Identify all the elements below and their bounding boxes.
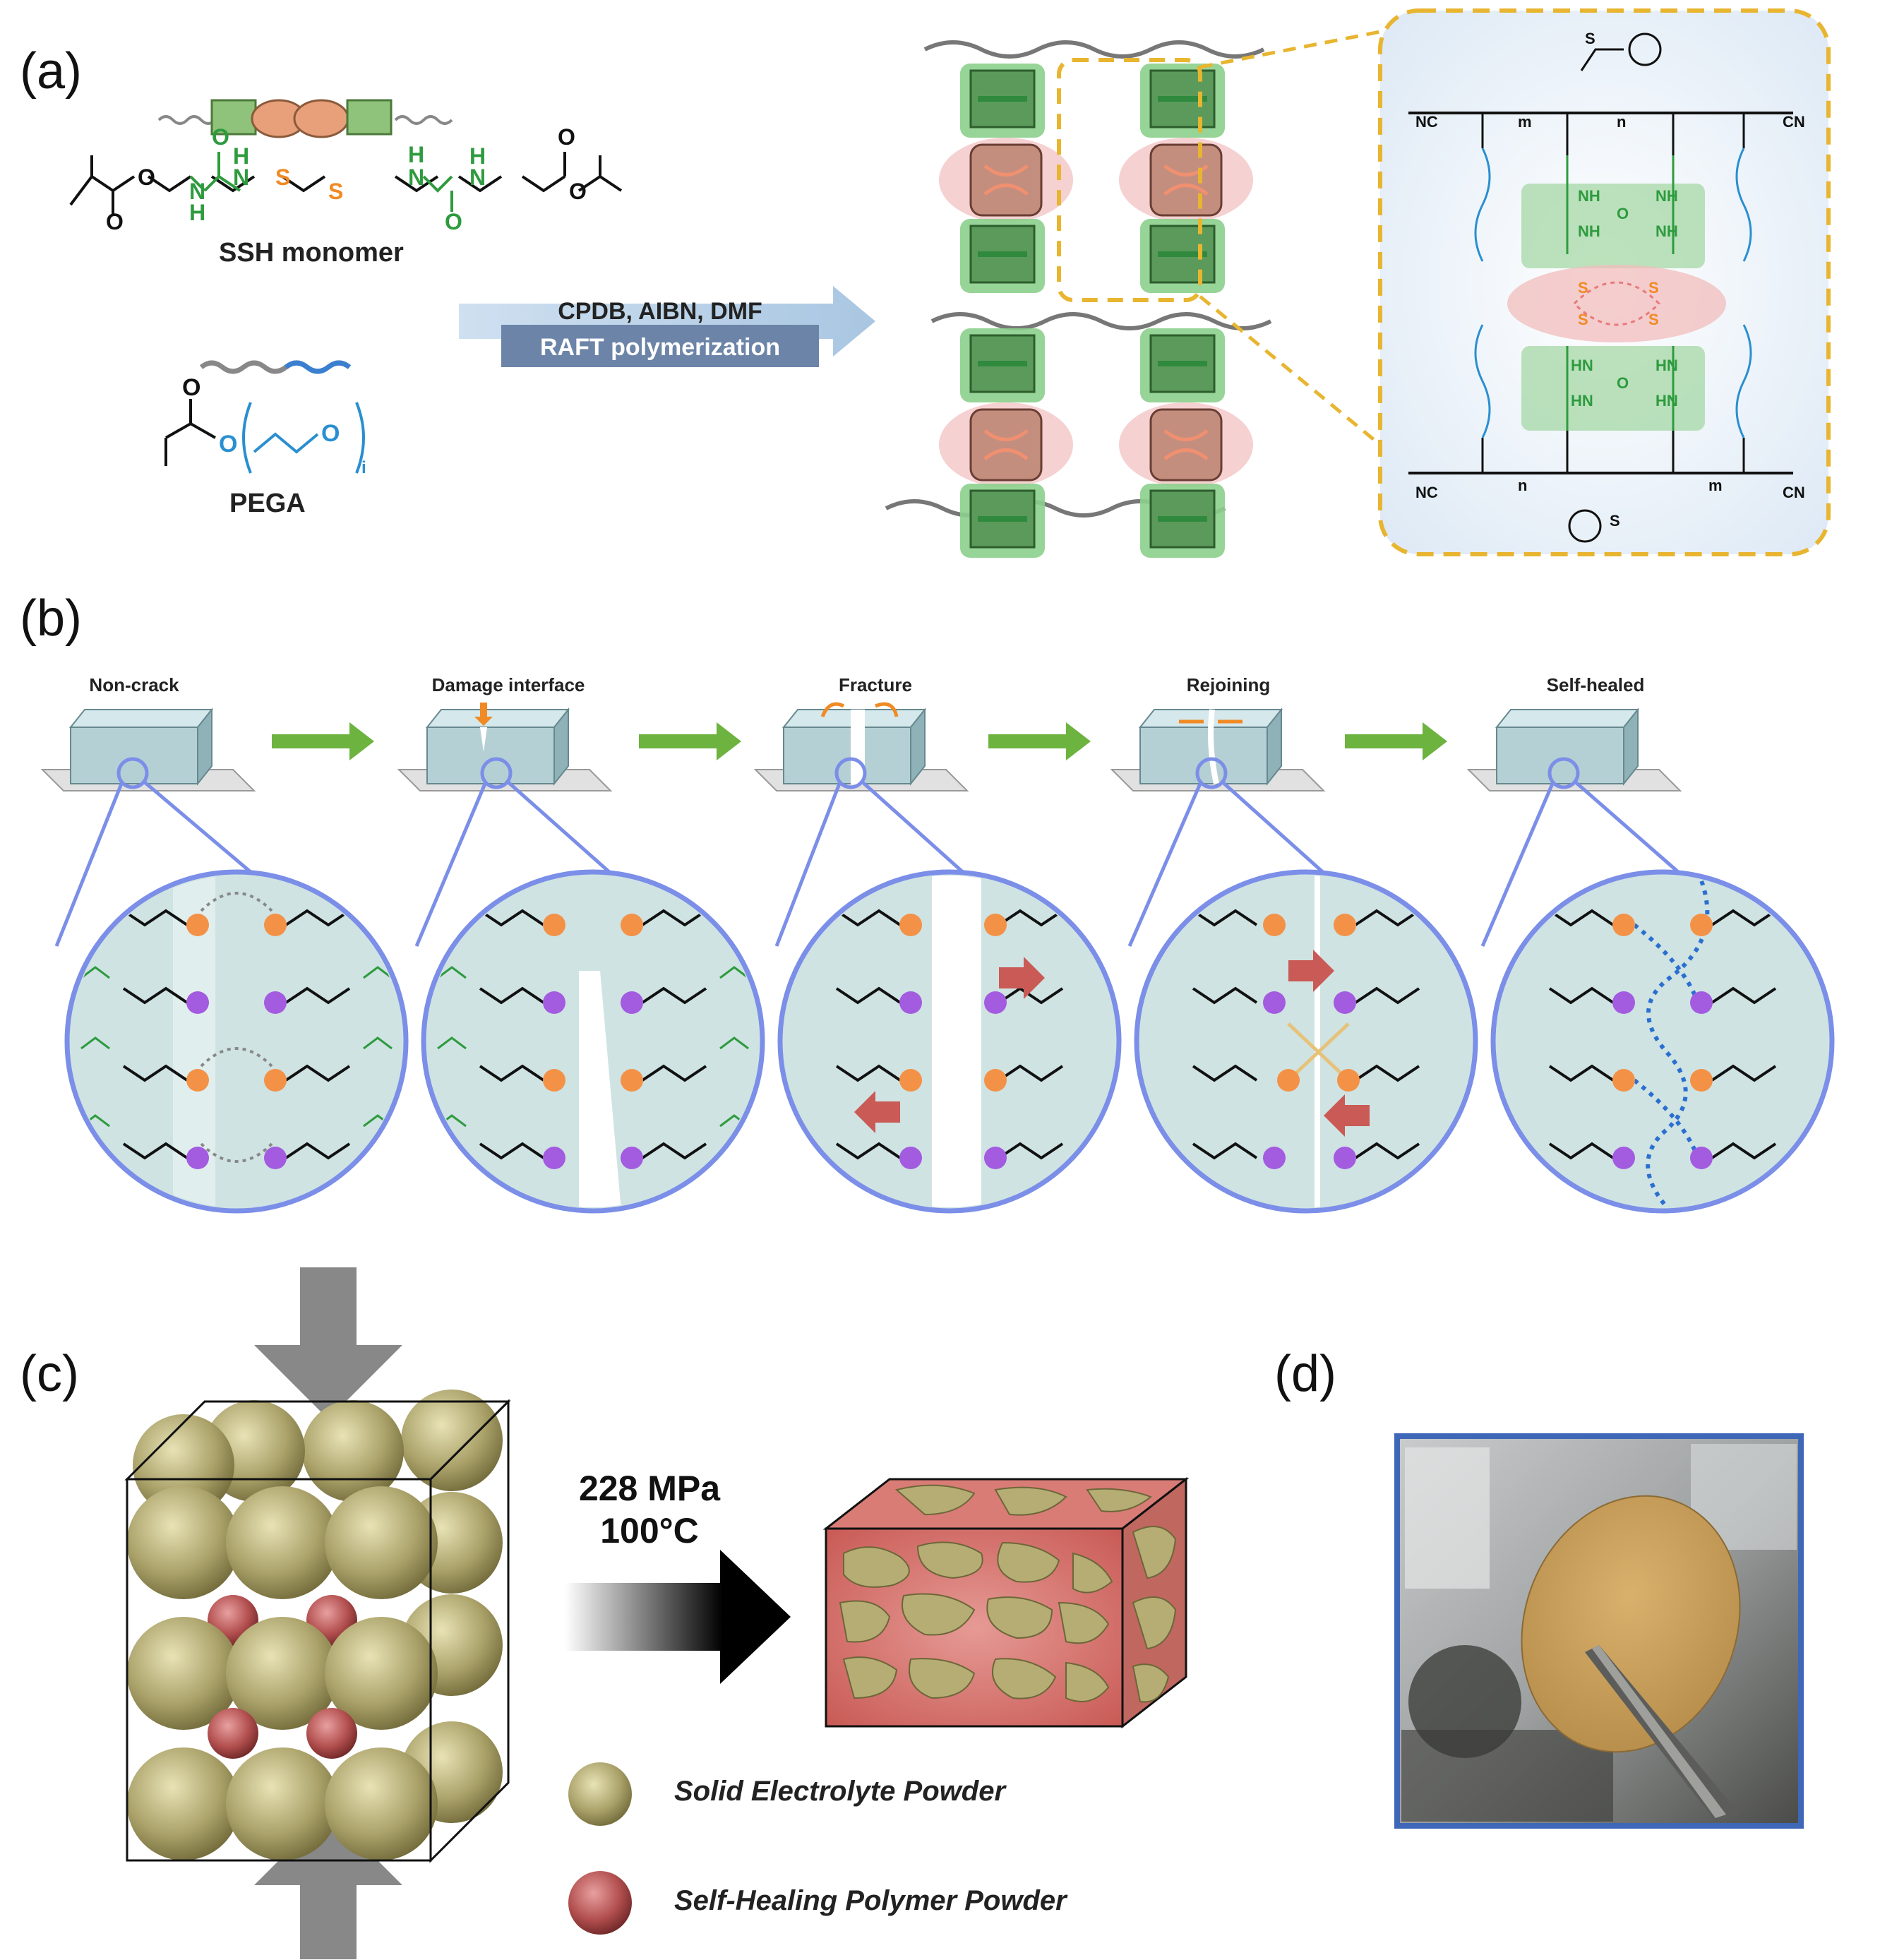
atom-n-2: N (233, 165, 249, 190)
atom-o-9: O (321, 420, 340, 447)
zoom-circle-damage (421, 869, 765, 1214)
condition-pressure: 228 MPa (579, 1469, 721, 1508)
inset-cn-top: CN (1783, 113, 1805, 131)
block-rejoining (1111, 709, 1324, 795)
inset-s-2: S (1578, 311, 1588, 328)
inset-hn-1: HN (1571, 357, 1593, 374)
powder-cube (124, 1390, 511, 1863)
inset-nh-3: NH (1656, 187, 1678, 205)
inset-n-1: n (1617, 113, 1626, 131)
pressed-composite-block (822, 1476, 1190, 1729)
atom-h-2: H (233, 143, 249, 169)
condition-temp: 100°C (600, 1511, 699, 1550)
inset-m-1: m (1518, 113, 1532, 131)
atom-n-3: N (408, 165, 424, 190)
inset-o-1: O (1617, 205, 1629, 222)
zoom-circle-rejoining (1134, 869, 1478, 1214)
atom-o-3: O (212, 124, 229, 150)
atom-n-1: N (189, 179, 205, 204)
inset-s-3: S (1648, 279, 1659, 297)
step-label-rejoining: Rejoining (1186, 674, 1271, 695)
inset-hn-2: HN (1571, 392, 1593, 410)
ssh-monomer-structure (69, 152, 623, 215)
zoom-circle-non-crack (64, 869, 409, 1214)
inset-nh-4: NH (1656, 222, 1678, 240)
atom-o-7: O (182, 374, 200, 401)
inset-o-2: O (1617, 374, 1629, 392)
step-label-self-healed: Self-healed (1546, 674, 1645, 695)
ssh-monomer-label: SSH monomer (219, 238, 404, 268)
inset-s-1: S (1578, 279, 1588, 297)
block-non-crack (42, 709, 255, 795)
pega-label: PEGA (229, 489, 306, 518)
molecular-inset: NC CN NC CN S S NH NH O NH NH S S S S HN… (1378, 8, 1831, 556)
panel-b-figure (42, 702, 1835, 1214)
inset-m-2: m (1708, 477, 1723, 494)
atom-h-3: H (408, 142, 424, 167)
panel-c-label: (c) (20, 1346, 79, 1402)
inset-s-bottom: S (1610, 512, 1620, 530)
inset-s-4: S (1648, 311, 1659, 328)
atom-o-6: O (569, 179, 587, 204)
atom-o-8: O (219, 431, 237, 458)
legend-electrolyte-icon (568, 1762, 632, 1826)
step-label-damage-interface: Damage interface (431, 674, 585, 695)
step-label-fracture: Fracture (838, 674, 913, 695)
electrolyte-disc (1521, 1495, 1741, 1753)
process-arrow (565, 1550, 791, 1684)
pega-structure (164, 399, 216, 466)
reaction-type: RAFT polymerization (540, 334, 780, 361)
reaction-reagents: CPDB, AIBN, DMF (558, 298, 762, 325)
atom-o-2: O (138, 165, 155, 190)
inset-n-2: n (1518, 477, 1527, 494)
legend-polymer-icon (568, 1871, 632, 1935)
inset-nh-2: NH (1578, 222, 1600, 240)
atom-o-4: O (445, 209, 462, 234)
inset-hn-4: HN (1656, 392, 1678, 410)
panel-c-figure: 228 MPa 100°C (124, 1267, 1190, 1959)
atom-s-1: S (275, 165, 290, 190)
atom-s-2: S (328, 179, 343, 204)
polymer-network-cartoon (885, 30, 1382, 558)
panel-a-figure: O O N H O N H S S H N O H N O O SSH mono… (69, 8, 1831, 558)
inset-cn-bottom: CN (1783, 484, 1805, 501)
atom-o-5: O (558, 124, 575, 150)
legend-electrolyte-label: Solid Electrolyte Powder (674, 1776, 1006, 1807)
panel-d-label: (d) (1274, 1346, 1336, 1402)
legend-polymer-label: Self-Healing Polymer Powder (674, 1885, 1067, 1916)
index-i: i (361, 458, 366, 477)
atom-n-4: N (469, 165, 486, 190)
atom-h-4: H (469, 143, 486, 169)
step-label-non-crack: Non-crack (89, 674, 179, 695)
panel-b-label: (b) (20, 590, 82, 647)
atom-h-1: H (189, 200, 205, 225)
zoom-circle-fracture (777, 869, 1122, 1214)
step-arrows (272, 722, 1447, 760)
reaction-arrow (459, 286, 875, 367)
ssh-monomer-cartoon (157, 99, 453, 138)
atom-o-1: O (106, 209, 124, 234)
inset-nc-top: NC (1415, 113, 1438, 131)
press-arrow-top (254, 1267, 402, 1419)
block-damage (398, 703, 611, 795)
panel-d-photo (1394, 1433, 1804, 1829)
inset-s-top: S (1585, 30, 1595, 47)
panel-a-label: (a) (20, 43, 82, 100)
zoom-circle-self-healed (1490, 869, 1835, 1214)
inset-nc-bottom: NC (1415, 484, 1438, 501)
inset-nh-1: NH (1578, 187, 1600, 205)
inset-hn-3: HN (1656, 357, 1678, 374)
